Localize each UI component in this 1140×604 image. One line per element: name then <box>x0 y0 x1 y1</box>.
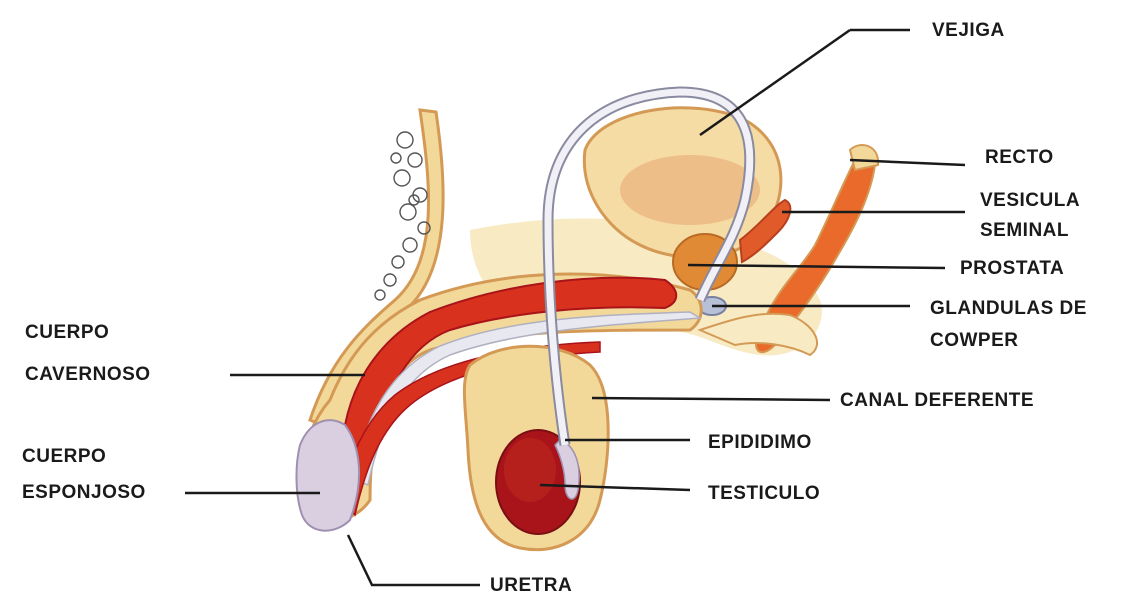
label-prostata: PROSTATA <box>960 258 1064 280</box>
label-cuerpo-esp-2: ESPONJOSO <box>22 482 146 504</box>
testicle-highlight <box>504 438 556 502</box>
leader-vejiga <box>700 30 850 135</box>
label-cuerpo-cav-1: CUERPO <box>25 322 109 344</box>
label-recto: RECTO <box>985 147 1054 169</box>
label-vesicula-1: VESICULA <box>980 190 1080 212</box>
label-cowper-2: COWPER <box>930 330 1019 352</box>
label-cuerpo-esp-1: CUERPO <box>22 446 106 468</box>
label-testiculo: TESTICULO <box>708 483 820 505</box>
rectum-top <box>850 145 878 170</box>
label-vesicula-2: SEMINAL <box>980 220 1069 242</box>
label-uretra: URETRA <box>490 575 572 597</box>
label-cuerpo-cav-2: CAVERNOSO <box>25 364 151 386</box>
label-epididimo: EPIDIDIMO <box>708 432 812 454</box>
leader-canal <box>592 398 830 400</box>
label-vejiga: VEJIGA <box>932 20 1005 42</box>
label-cowper-1: GLANDULAS DE <box>930 298 1087 320</box>
glans <box>296 420 359 531</box>
leader-uretra <box>348 535 480 585</box>
label-canal: CANAL DEFERENTE <box>840 390 1034 412</box>
